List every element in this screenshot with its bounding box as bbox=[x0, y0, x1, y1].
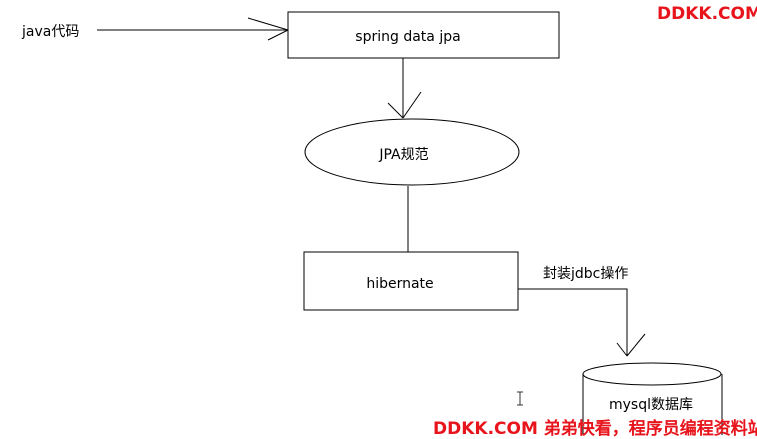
arrow-java-to-spring-head-lower bbox=[267, 29, 289, 41]
java-code-label: java代码 bbox=[22, 24, 80, 40]
arrow-java-to-spring-head-upper bbox=[247, 17, 289, 31]
text-cursor-icon bbox=[517, 391, 523, 406]
watermark-bottom: DDKK.COM 弟弟快看，程序员编程资料站 bbox=[433, 419, 757, 439]
hibernate-label: hibernate bbox=[366, 276, 434, 292]
mysql-cylinder-body bbox=[582, 374, 723, 435]
connector-hibernate-to-mysql bbox=[518, 288, 628, 356]
arrow-spring-to-jpa-head-left bbox=[387, 102, 404, 119]
watermark-top-right: DDKK.COM bbox=[657, 4, 757, 24]
connector-mysql-head-right bbox=[626, 333, 646, 357]
hibernate-box bbox=[303, 251, 519, 311]
mysql-cylinder-top bbox=[582, 362, 722, 386]
jpa-spec-ellipse bbox=[304, 118, 520, 186]
mysql-db-label: mysql数据库 bbox=[609, 397, 693, 413]
spring-data-jpa-box bbox=[287, 11, 560, 59]
arrow-spring-to-jpa-head-right bbox=[402, 91, 422, 119]
jdbc-wrap-label: 封装jdbc操作 bbox=[543, 266, 629, 282]
spring-data-jpa-label: spring data jpa bbox=[355, 29, 461, 45]
connector-mysql-head-left bbox=[616, 342, 628, 357]
jpa-spec-label: JPA规范 bbox=[379, 147, 429, 163]
